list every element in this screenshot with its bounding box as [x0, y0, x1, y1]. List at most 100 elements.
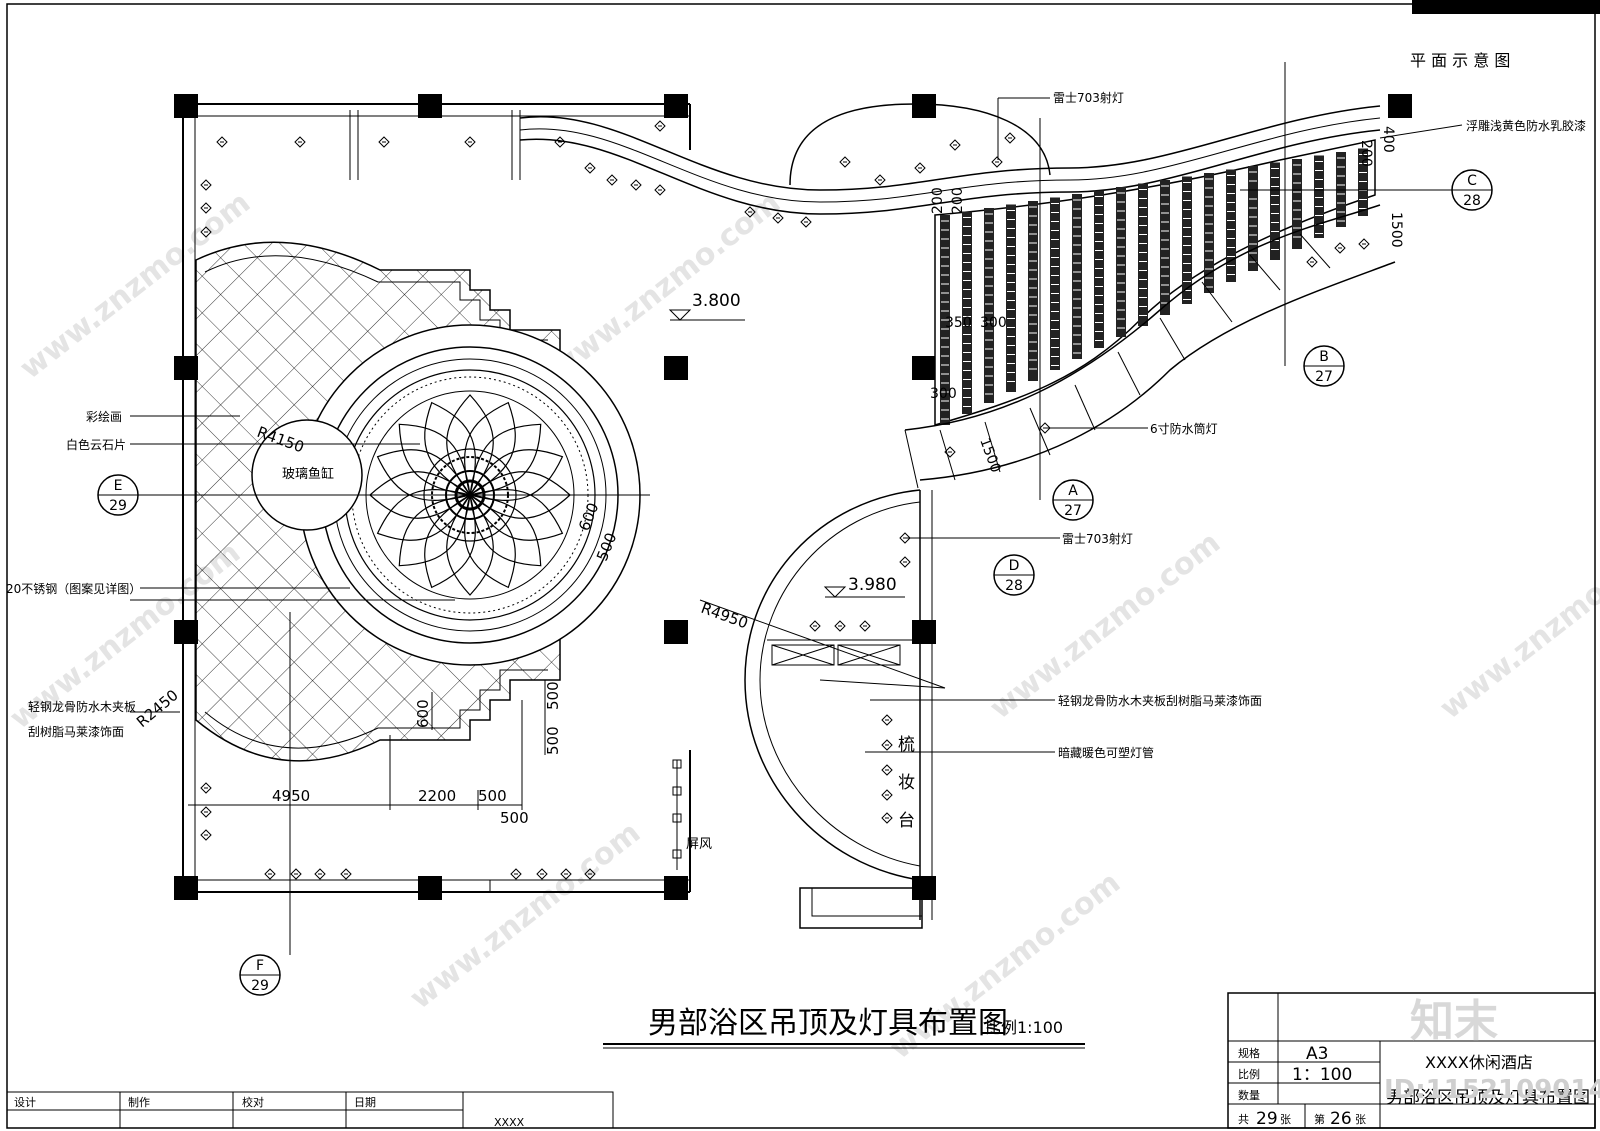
note-hidden-light: 暗藏暖色可塑灯管 — [1058, 745, 1154, 760]
vanity-room — [672, 489, 946, 929]
spotlight-icon — [560, 868, 572, 880]
svg-text:比例: 比例 — [1238, 1067, 1260, 1081]
note-relief-paint: 浮雕浅黄色防水乳胶漆 — [1466, 118, 1586, 133]
spotlight-icon — [944, 446, 956, 458]
svg-text:29: 29 — [1256, 1109, 1278, 1129]
note-board-1: 轻钢龙骨防水木夹板 — [28, 699, 136, 714]
note-painting: 彩绘画 — [86, 409, 122, 424]
note-spotlight-top: 雷士703射灯 — [1053, 90, 1124, 105]
note-marble: 白色云石片 — [66, 437, 126, 452]
corner-bar — [1412, 0, 1600, 14]
svg-text:3.800: 3.800 — [692, 291, 741, 311]
svg-text:F: F — [256, 958, 264, 974]
spotlight-icon — [881, 714, 893, 726]
spotlight-icon — [809, 620, 821, 632]
spotlight-icon — [1004, 132, 1016, 144]
svg-text:28: 28 — [1463, 193, 1481, 209]
fish-tank — [251, 419, 363, 531]
left-leaders — [130, 415, 420, 713]
watermark-text: www.znzmo.com — [1433, 525, 1600, 726]
svg-text:29: 29 — [251, 978, 269, 994]
spotlight-icon — [881, 812, 893, 824]
spotlight-icon — [290, 868, 302, 880]
spotlight-icon — [874, 174, 886, 186]
spotlight-icon — [654, 120, 666, 132]
svg-text:500: 500 — [500, 809, 529, 827]
note-spotlight-mid: 雷士703射灯 — [1062, 531, 1133, 546]
spotlight-icon — [834, 620, 846, 632]
svg-text:日期: 日期 — [354, 1096, 376, 1109]
svg-text:B: B — [1319, 349, 1329, 365]
svg-text:1：100: 1：100 — [1292, 1065, 1352, 1085]
svg-text:26: 26 — [1330, 1109, 1352, 1129]
watermark-text: www.znzmo.com — [403, 815, 647, 1016]
note-board-right: 轻钢龙骨防水木夹板刮树脂马莱漆饰面 — [1058, 693, 1262, 708]
flower-pattern — [369, 394, 571, 596]
spotlight-icon — [1306, 256, 1318, 268]
spotlight-icon — [200, 179, 212, 191]
spotlight-icon — [744, 206, 756, 218]
left-room: 玻璃鱼缸 — [130, 94, 1370, 955]
svg-text:3.980: 3.980 — [848, 575, 897, 595]
drawing-title: 男部浴区吊顶及灯具布置图 — [648, 1006, 1008, 1041]
spotlight-icon — [264, 868, 276, 880]
level-marker: 3.980 — [823, 575, 905, 598]
spotlight-icon — [314, 868, 326, 880]
svg-text:男部浴区吊顶及灯具布置图: 男部浴区吊顶及灯具布置图 — [1386, 1088, 1590, 1108]
spotlight-icon — [200, 782, 212, 794]
note-board-2: 刮树脂马莱漆饰面 — [28, 724, 124, 739]
spotlight-icon — [606, 174, 618, 186]
svg-text:E: E — [114, 478, 123, 494]
spotlight-icon — [800, 216, 812, 228]
spotlight-icon — [881, 789, 893, 801]
spotlight-icon — [899, 556, 911, 568]
spotlight-icon — [1334, 242, 1346, 254]
svg-text:500: 500 — [478, 787, 507, 805]
spotlight-icon — [340, 868, 352, 880]
fish-tank-label: 玻璃鱼缸 — [282, 466, 334, 482]
spotlight-icon — [294, 136, 306, 148]
svg-text:350: 350 — [945, 315, 972, 331]
svg-text:张: 张 — [1355, 1113, 1366, 1126]
spotlight-icon — [584, 162, 596, 174]
spotlight-icon — [881, 739, 893, 751]
svg-text:设计: 设计 — [14, 1096, 36, 1109]
spotlight-icon — [200, 806, 212, 818]
spotlight-icon — [991, 156, 1003, 168]
svg-text:A3: A3 — [1306, 1044, 1328, 1064]
section-callout: B27 — [1303, 345, 1345, 387]
plan-label: 平 面 示 意 图 — [1410, 51, 1510, 70]
spotlight-icon — [839, 156, 851, 168]
spotlight-icon — [914, 162, 926, 174]
svg-text:28: 28 — [1005, 578, 1023, 594]
svg-text:4950: 4950 — [272, 787, 310, 805]
watermark-logo: 知末 — [1410, 996, 1498, 1047]
spotlight-icon — [859, 620, 871, 632]
svg-text:200: 200 — [930, 187, 946, 214]
section-callout: D28 — [993, 554, 1035, 596]
spotlight-icon — [464, 136, 476, 148]
svg-text:200: 200 — [950, 187, 966, 214]
spotlight-icon — [536, 868, 548, 880]
spotlight-icon — [772, 212, 784, 224]
svg-text:29: 29 — [109, 498, 127, 514]
svg-text:C: C — [1467, 173, 1477, 189]
svg-text:27: 27 — [1064, 503, 1082, 519]
svg-text:1500: 1500 — [1388, 212, 1404, 248]
spotlight-icon — [584, 868, 596, 880]
vanity-label-3: 台 — [898, 811, 915, 831]
svg-text:R4950: R4950 — [699, 599, 751, 633]
svg-text:数量: 数量 — [1238, 1089, 1260, 1102]
section-callout: E 29 — [97, 474, 139, 516]
spotlight-icon — [630, 179, 642, 191]
svg-text:张: 张 — [1280, 1113, 1291, 1126]
spotlight-icon — [949, 139, 961, 151]
svg-text:共: 共 — [1238, 1113, 1249, 1126]
screen-label: 屏风 — [686, 837, 712, 852]
section-callout: F 29 — [239, 954, 281, 996]
svg-text:500: 500 — [544, 726, 562, 755]
relief-ceiling — [904, 62, 1458, 500]
vanity-label-1: 梳 — [898, 735, 915, 755]
svg-text:第: 第 — [1314, 1112, 1325, 1126]
